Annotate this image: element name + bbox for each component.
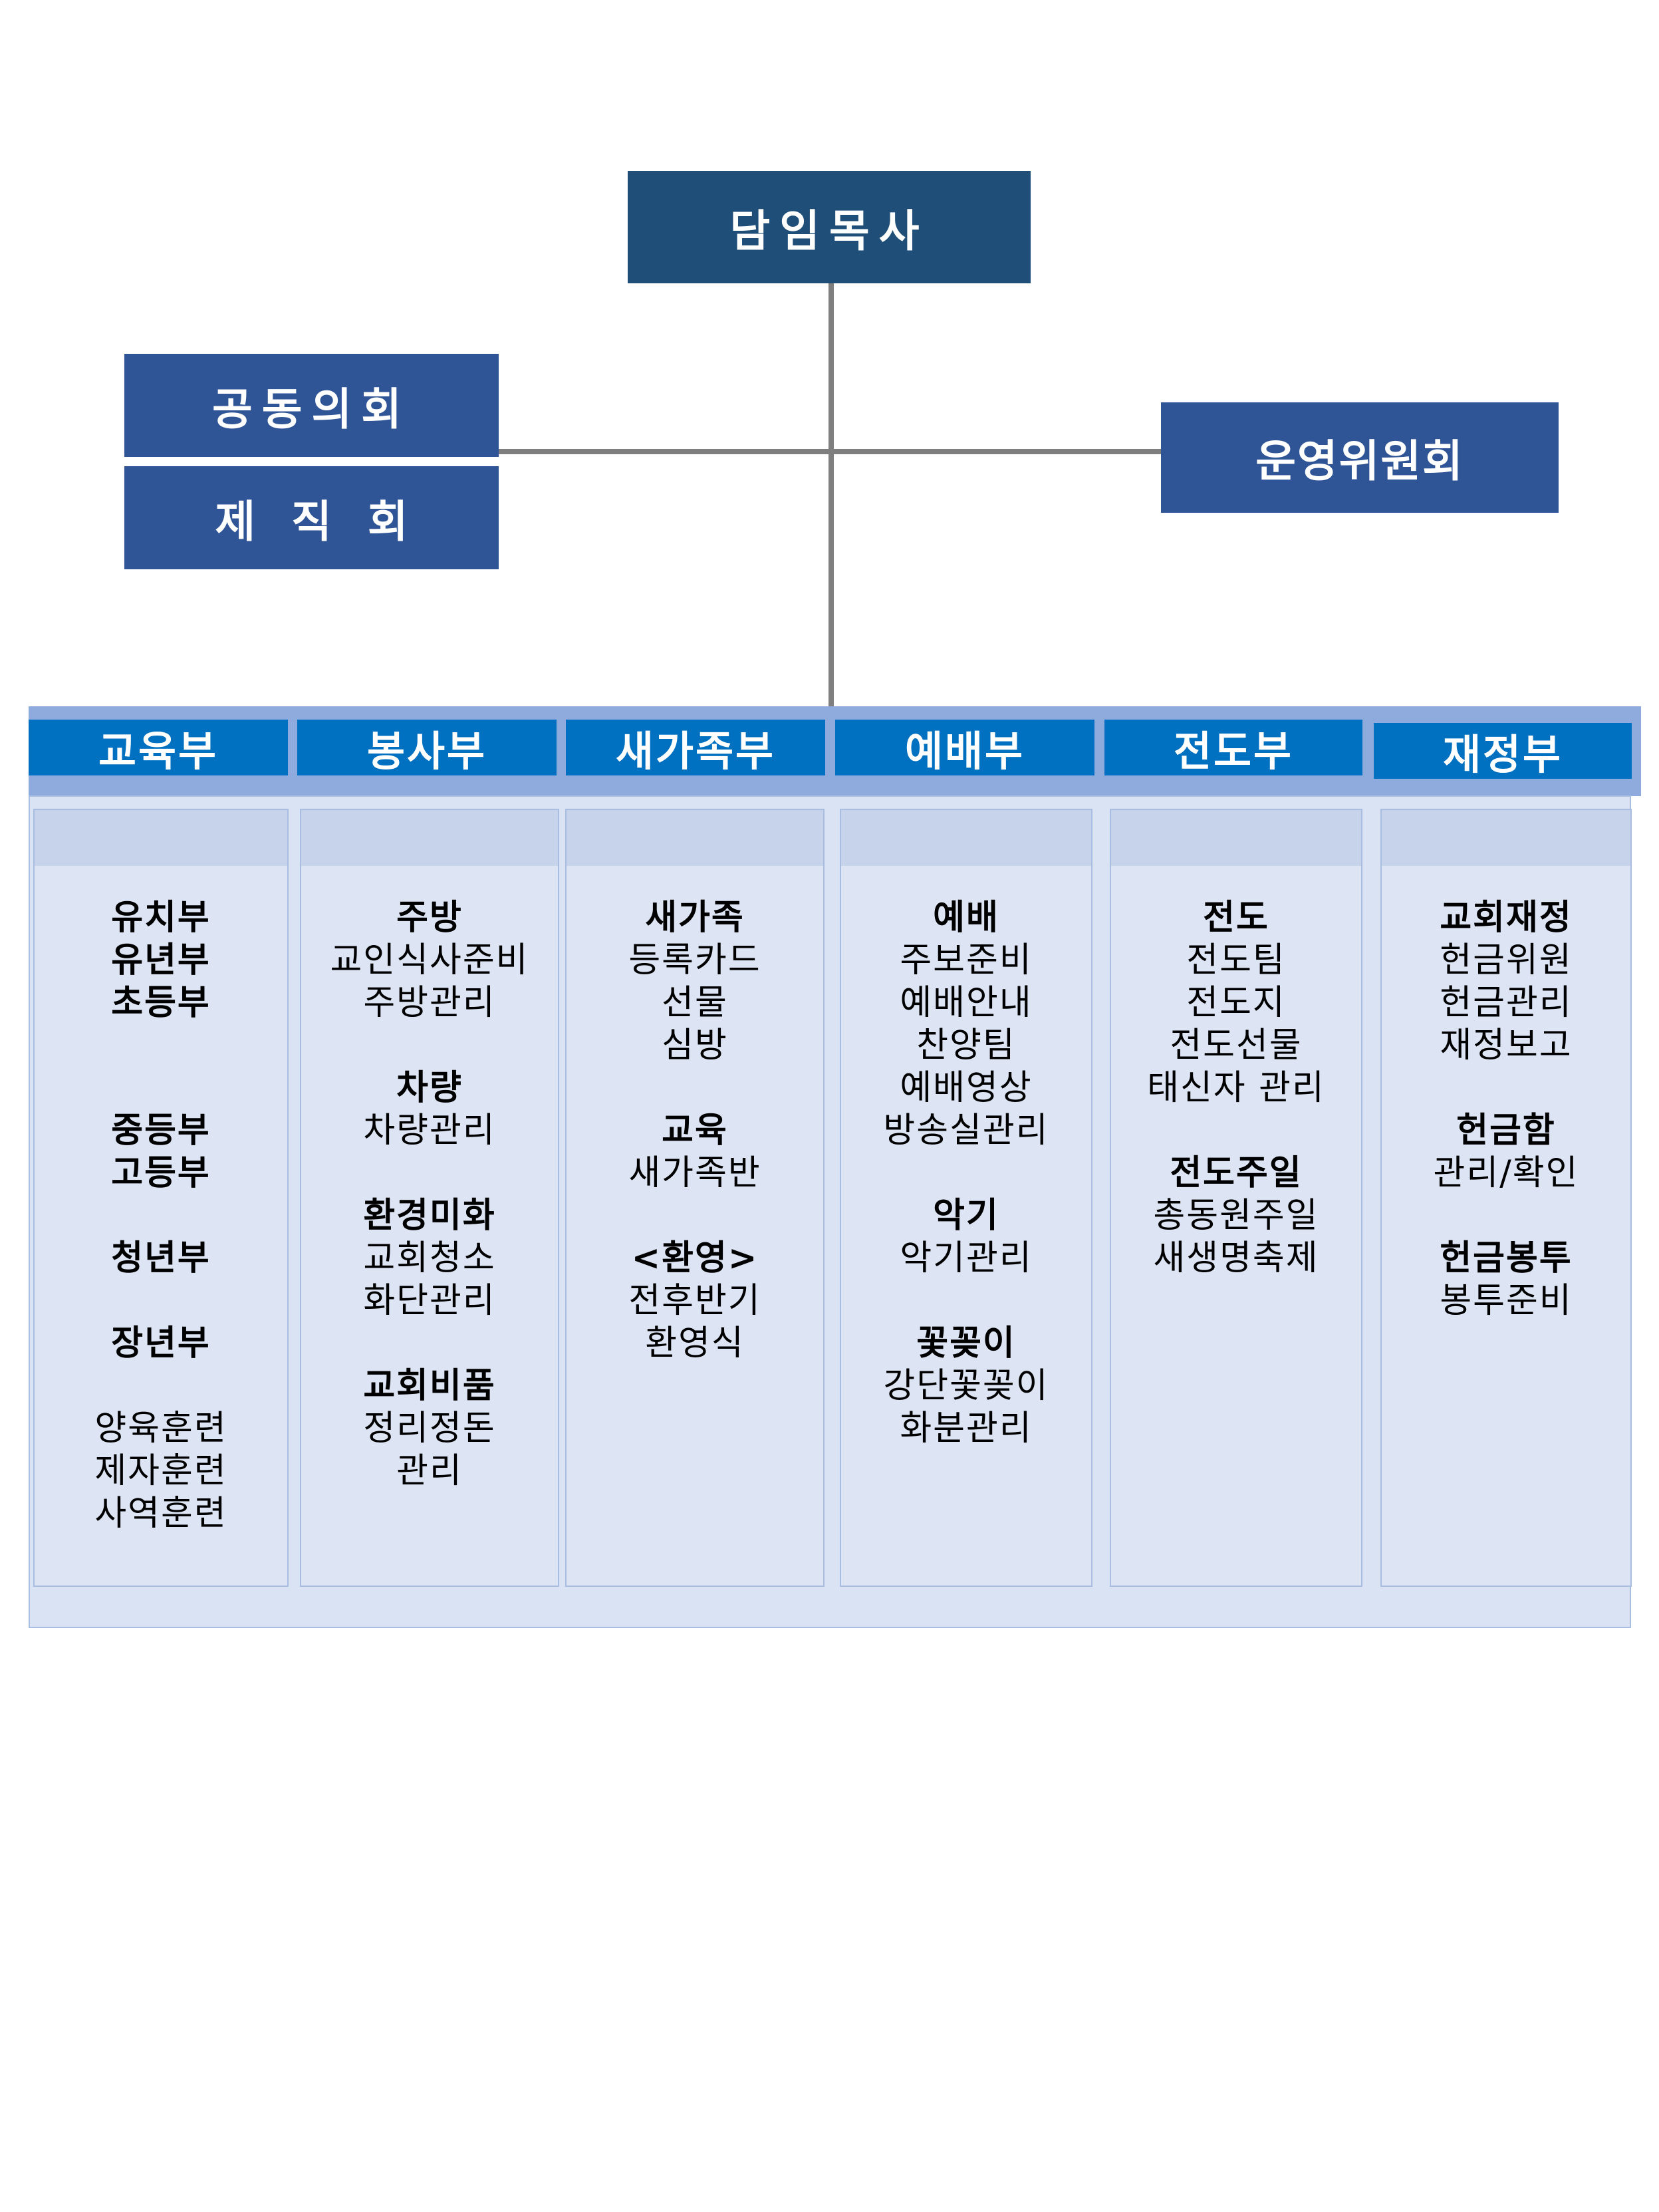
dept-item: 전후반기	[628, 1281, 761, 1321]
dept-item: 헌금함	[1456, 1111, 1556, 1151]
dept-column-worship: 예배 주보준비 예배안내 찬양팀 예배영상 방송실관리 악기 악기관리 꽃꽂이 …	[840, 809, 1092, 1587]
connector-vertical	[829, 283, 834, 712]
dept-item: 찬양팀	[916, 1026, 1016, 1065]
dept-item: 양육훈련	[94, 1409, 227, 1449]
dept-item: 유치부	[111, 898, 211, 938]
dept-item: 예배	[933, 898, 999, 938]
dept-item: 주방	[396, 898, 463, 938]
dept-item: 환경미화	[363, 1196, 496, 1236]
department-panel	[29, 795, 1631, 1628]
dept-item: 태신자 관리	[1147, 1068, 1325, 1108]
dept-header-finance: 재정부	[1374, 723, 1632, 779]
dept-header-worship: 예배부	[835, 720, 1094, 775]
dept-item: 봉투준비	[1440, 1281, 1573, 1321]
dept-item: 화분관리	[900, 1409, 1033, 1449]
dept-item: 교회비품	[363, 1366, 496, 1406]
dept-item: 전도선물	[1170, 1026, 1303, 1065]
dept-item: <환영>	[631, 1238, 759, 1278]
dept-item: 교인식사준비	[330, 940, 529, 980]
dept-header-education: 교육부	[29, 720, 288, 775]
dept-column-education: 유치부 유년부 초등부 중등부 고등부 청년부 장년부 양육훈련 제자훈련 사역…	[33, 809, 289, 1587]
dept-item: 새가족반	[628, 1153, 761, 1193]
dept-item: 주방관리	[363, 983, 496, 1023]
dept-header-newfamily: 새가족부	[566, 720, 825, 775]
dept-item: 정리정돈	[363, 1409, 496, 1449]
dept-item: 주보준비	[900, 940, 1033, 980]
steering-committee-box: 운영위원회	[1161, 402, 1559, 513]
dept-item: 예배안내	[900, 983, 1033, 1023]
dept-item: 차량관리	[363, 1111, 496, 1151]
dept-item: 악기관리	[900, 1238, 1033, 1278]
dept-item: 환영식	[645, 1323, 745, 1363]
dept-item: 새가족	[645, 898, 745, 938]
dept-item: 총동원주일	[1153, 1196, 1319, 1236]
dept-item: 초등부	[111, 983, 211, 1023]
dept-item: 교회청소	[363, 1238, 496, 1278]
dept-item: 헌금위원	[1440, 940, 1573, 980]
dept-item: 화단관리	[363, 1281, 496, 1321]
dept-item: 선물	[662, 983, 728, 1023]
dept-header-evangelism: 전도부	[1104, 720, 1362, 775]
dept-item: 장년부	[111, 1323, 211, 1363]
dept-item: 제자훈련	[94, 1451, 227, 1491]
dept-item: 중등부	[111, 1111, 211, 1151]
joint-council-box: 공동의회	[124, 354, 499, 457]
dept-item: 심방	[662, 1026, 728, 1065]
dept-item: 전도주일	[1170, 1153, 1303, 1193]
dept-item: 꽃꽂이	[916, 1323, 1016, 1363]
dept-header-service: 봉사부	[297, 720, 557, 775]
dept-item: 관리	[396, 1451, 463, 1491]
dept-column-evangelism: 전도 전도팀 전도지 전도선물 태신자 관리 전도주일 총동원주일 새생명축제	[1110, 809, 1362, 1587]
dept-item: 고등부	[111, 1153, 211, 1193]
dept-item: 차량	[396, 1068, 463, 1108]
dept-item: 교육	[662, 1111, 728, 1151]
staff-council-box: 제직회	[124, 466, 499, 569]
dept-item: 헌금봉투	[1440, 1238, 1573, 1278]
dept-column-service: 주방 교인식사준비 주방관리 차량 차량관리 환경미화 교회청소 화단관리 교회…	[300, 809, 559, 1587]
dept-item: 전도	[1203, 898, 1269, 938]
dept-item: 등록카드	[628, 940, 761, 980]
senior-pastor-box: 담임목사	[628, 171, 1031, 283]
dept-item: 예배영상	[900, 1068, 1033, 1108]
dept-column-finance: 교회재정 헌금위원 헌금관리 재정보고 헌금함 관리/확인 헌금봉투 봉투준비	[1380, 809, 1632, 1587]
dept-item: 전도팀	[1186, 940, 1286, 980]
dept-column-newfamily: 새가족 등록카드 선물 심방 교육 새가족반 <환영> 전후반기 환영식	[565, 809, 825, 1587]
dept-item: 방송실관리	[883, 1111, 1049, 1151]
dept-item: 새생명축제	[1153, 1238, 1319, 1278]
connector-horizontal	[499, 449, 1161, 454]
dept-item: 악기	[933, 1196, 999, 1236]
dept-item: 관리/확인	[1433, 1153, 1579, 1193]
dept-item: 교회재정	[1440, 898, 1573, 938]
dept-item: 유년부	[111, 940, 211, 980]
dept-item: 강단꽃꽂이	[883, 1366, 1049, 1406]
dept-item: 사역훈련	[94, 1494, 227, 1534]
dept-item: 재정보고	[1440, 1026, 1573, 1065]
dept-item: 청년부	[111, 1238, 211, 1278]
dept-item: 헌금관리	[1440, 983, 1573, 1023]
dept-item: 전도지	[1186, 983, 1286, 1023]
